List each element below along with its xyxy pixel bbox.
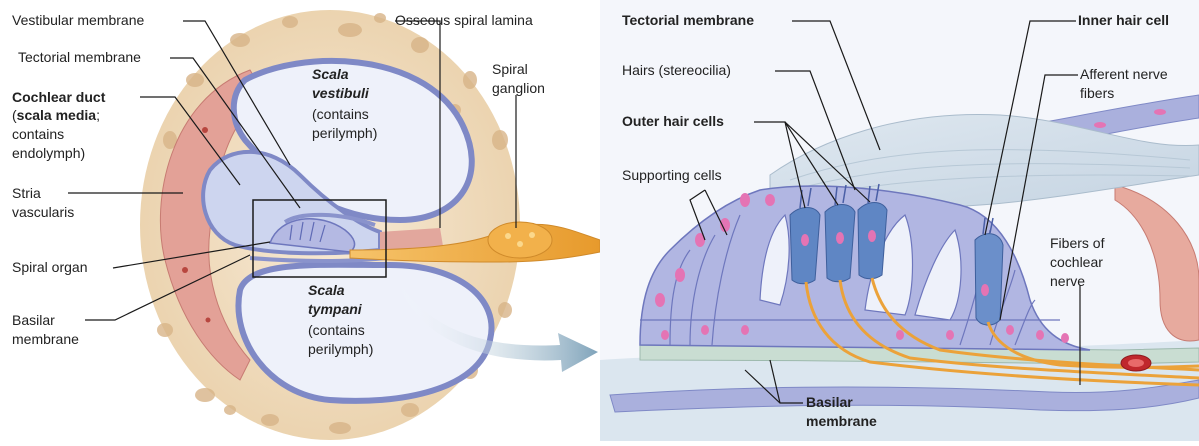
inner-hair-cell [975,234,1003,325]
label-afferent-1: Afferent nerve [1080,66,1168,83]
label-stria: Stria [12,185,41,202]
label-basilar-left-1: Basilar [12,312,55,329]
label-tectorial-membrane-left: Tectorial membrane [18,49,141,66]
cochlear-duct-text: Cochlear duct [12,89,105,105]
label-contains-tympani: (contains [308,322,365,339]
label-basilar-right-1: Basilar [806,394,853,411]
label-scala-media: (scala media; [12,107,100,124]
label-fibers-1: Fibers of [1050,235,1104,252]
label-tectorial-membrane-right: Tectorial membrane [622,12,754,29]
label-basilar-right-2: membrane [806,413,877,430]
label-vascularis: vascularis [12,204,74,221]
label-hairs-stereocilia: Hairs (stereocilia) [622,62,731,79]
label-vestibular-membrane: Vestibular membrane [12,12,144,29]
label-fibers-2: cochlear [1050,254,1103,271]
label-perilymph-tympani: perilymph) [308,341,373,358]
label-spiral: Spiral [492,61,528,78]
label-ganglion: ganglion [492,80,545,97]
label-cochlear-duct: Cochlear duct [12,89,105,106]
spiral-ganglion [488,222,552,258]
label-osseous-spiral-lamina: Osseous spiral lamina [395,12,533,29]
label-outer-hair-cells: Outer hair cells [622,113,724,130]
label-fibers-3: nerve [1050,273,1085,290]
label-scala-vestibuli-2: vestibuli [312,85,369,102]
label-scala-vestibuli-1: Scala [312,66,349,83]
label-spiral-organ: Spiral organ [12,259,88,276]
label-endolymph: endolymph) [12,145,85,162]
label-perilymph-vestibuli: perilymph) [312,125,377,142]
label-scala-tympani-1: Scala [308,282,345,299]
label-inner-hair-cell: Inner hair cell [1078,12,1169,29]
label-supporting-cells: Supporting cells [622,167,722,184]
label-scala-tympani-2: tympani [308,301,362,318]
label-afferent-2: fibers [1080,85,1114,102]
label-contains-vestibuli: (contains [312,106,369,123]
label-basilar-left-2: membrane [12,331,79,348]
blood-vessel-lumen [1128,359,1144,367]
cochlea-cross-section [140,10,600,440]
semicolon: ; [96,107,100,123]
label-contains-left: contains [12,126,64,143]
scala-media-text: scala media [17,107,96,123]
